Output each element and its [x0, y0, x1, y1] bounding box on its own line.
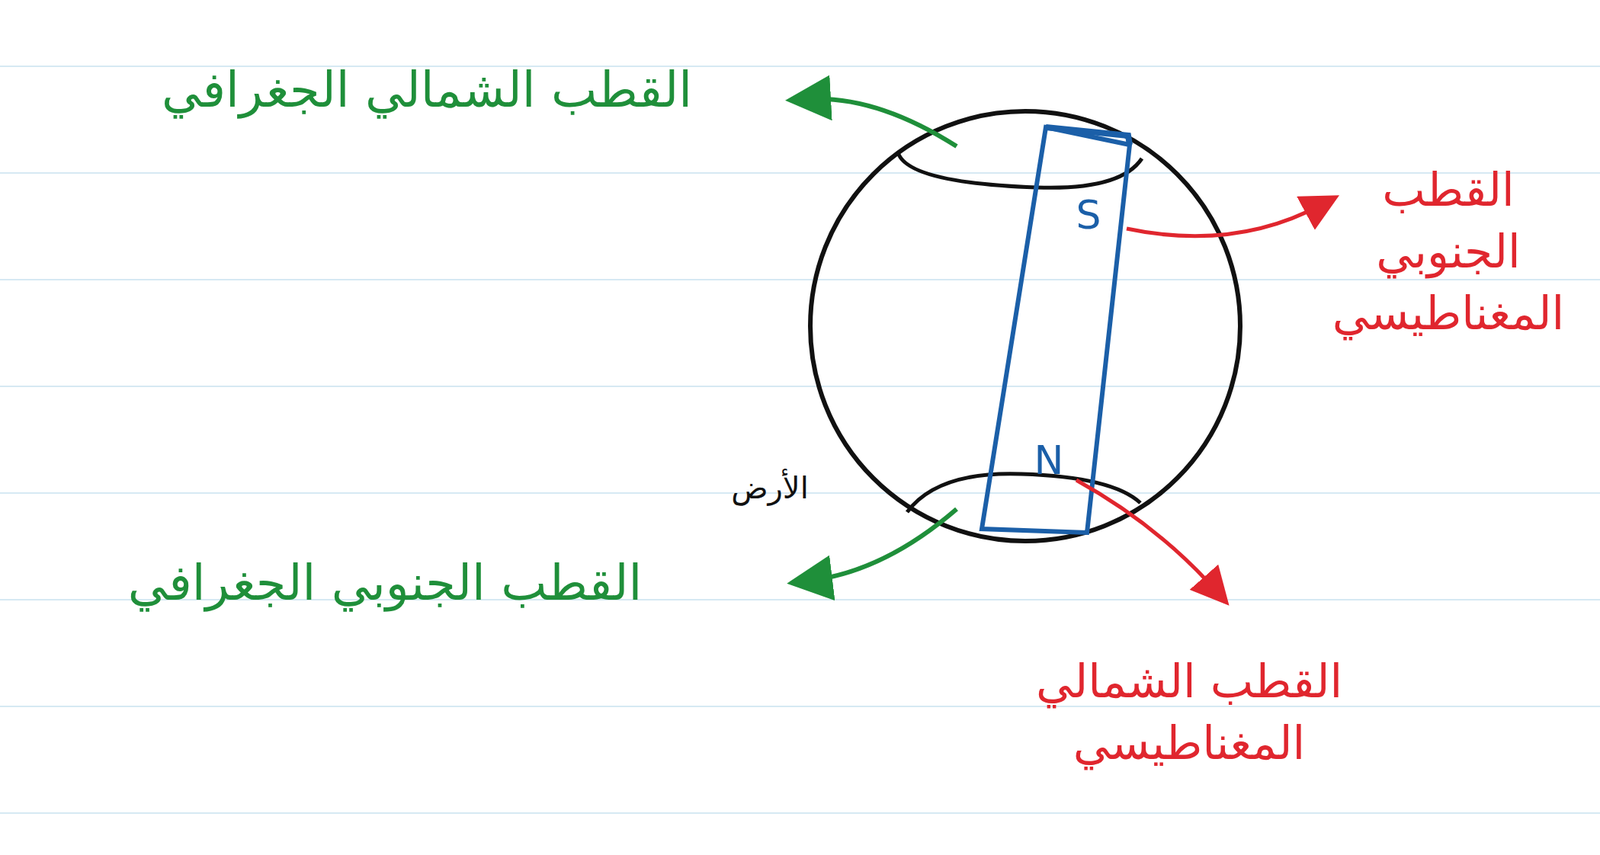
magnetic-pole-label: القطب الجنوبي المغناطيسي [1332, 159, 1565, 345]
magnetic-pole-label: القطب الشمالي المغناطيسي [990, 650, 1388, 775]
magnet-pole-letter: S [1075, 188, 1101, 242]
leader-arrow [1076, 480, 1217, 592]
earth-label: الأرض [731, 467, 809, 509]
notebook-lines [0, 66, 1600, 814]
geographic-pole-label: القطب الشمالي الجغرافي [161, 57, 693, 123]
leader-arrow [809, 509, 957, 581]
geographic-pole-label: القطب الجنوبي الجغرافي [128, 550, 642, 616]
bar-magnet [981, 127, 1130, 533]
magnet-pole-letter: N [1034, 433, 1065, 488]
earth-circle [810, 111, 1241, 542]
south-cap-line [907, 474, 1141, 513]
north-cap-line [897, 152, 1142, 188]
leader-arrow [808, 99, 957, 147]
leader-arrow [1126, 204, 1323, 237]
magnet-top-edge [1045, 127, 1130, 145]
